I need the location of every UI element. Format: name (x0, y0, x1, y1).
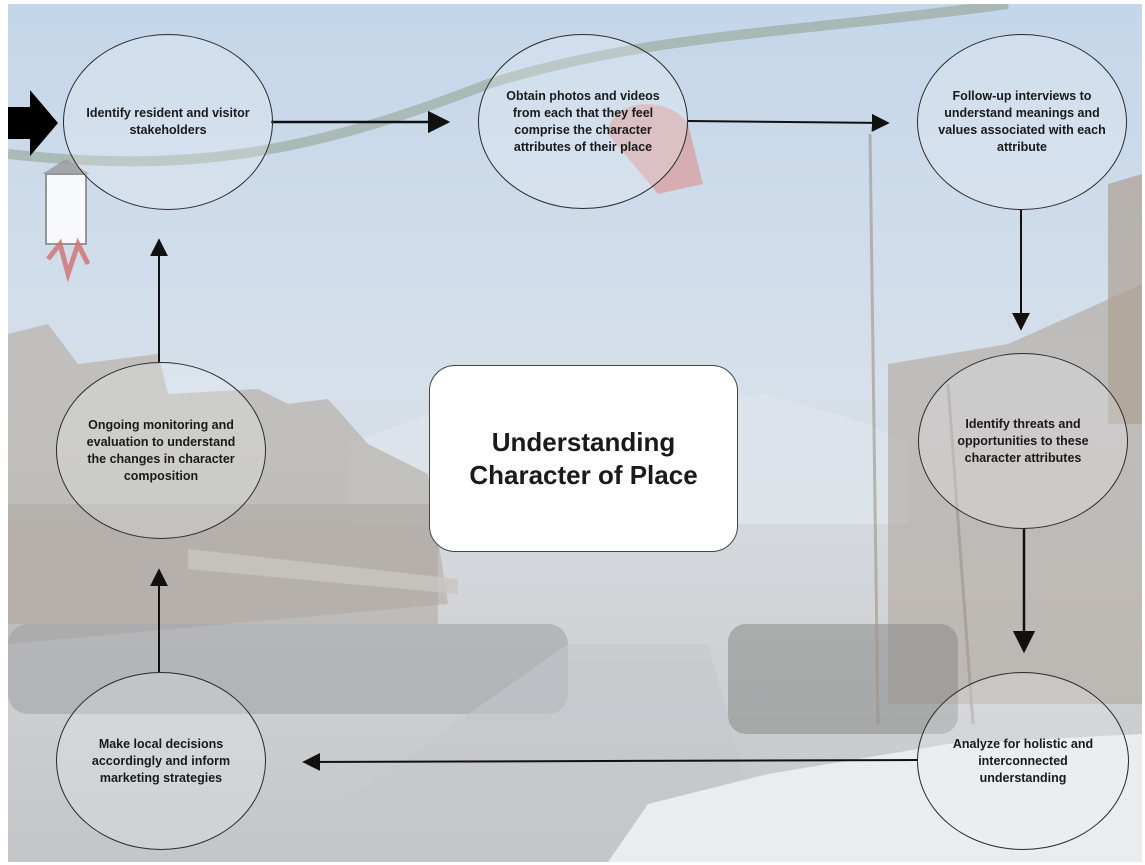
edge-analyze-to-decisions (302, 752, 919, 771)
node-follow-up-interviews: Follow-up interviews to understand meani… (917, 34, 1127, 210)
node-analyze: Analyze for holistic and interconnected … (917, 672, 1129, 850)
edge-photos-to-interviews (687, 113, 890, 132)
node-make-decisions: Make local decisions accordingly and inf… (56, 672, 266, 850)
center-title-box: Understanding Character of Place (429, 365, 738, 552)
connector-arrows (8, 90, 1036, 771)
node-identify-stakeholders: Identify resident and visitor stakeholde… (63, 34, 273, 210)
node-label: Analyze for holistic and interconnected … (952, 736, 1094, 785)
entry-arrow (8, 90, 58, 156)
center-title: Understanding Character of Place (469, 426, 698, 490)
node-label: Make local decisions accordingly and inf… (91, 736, 231, 785)
node-label: Follow-up interviews to understand meani… (938, 89, 1106, 154)
node-label: Identify threats and opportunities to th… (957, 416, 1089, 465)
diagram-canvas: Identify resident and visitor stakeholde… (8, 4, 1142, 862)
node-ongoing-monitoring: Ongoing monitoring and evaluation to und… (56, 362, 266, 539)
node-label: Identify resident and visitor stakeholde… (86, 106, 250, 137)
node-obtain-photos: Obtain photos and videos from each that … (478, 34, 688, 209)
node-identify-threats: Identify threats and opportunities to th… (918, 353, 1128, 529)
node-label: Obtain photos and videos from each that … (506, 88, 660, 154)
node-label: Ongoing monitoring and evaluation to und… (86, 417, 236, 483)
